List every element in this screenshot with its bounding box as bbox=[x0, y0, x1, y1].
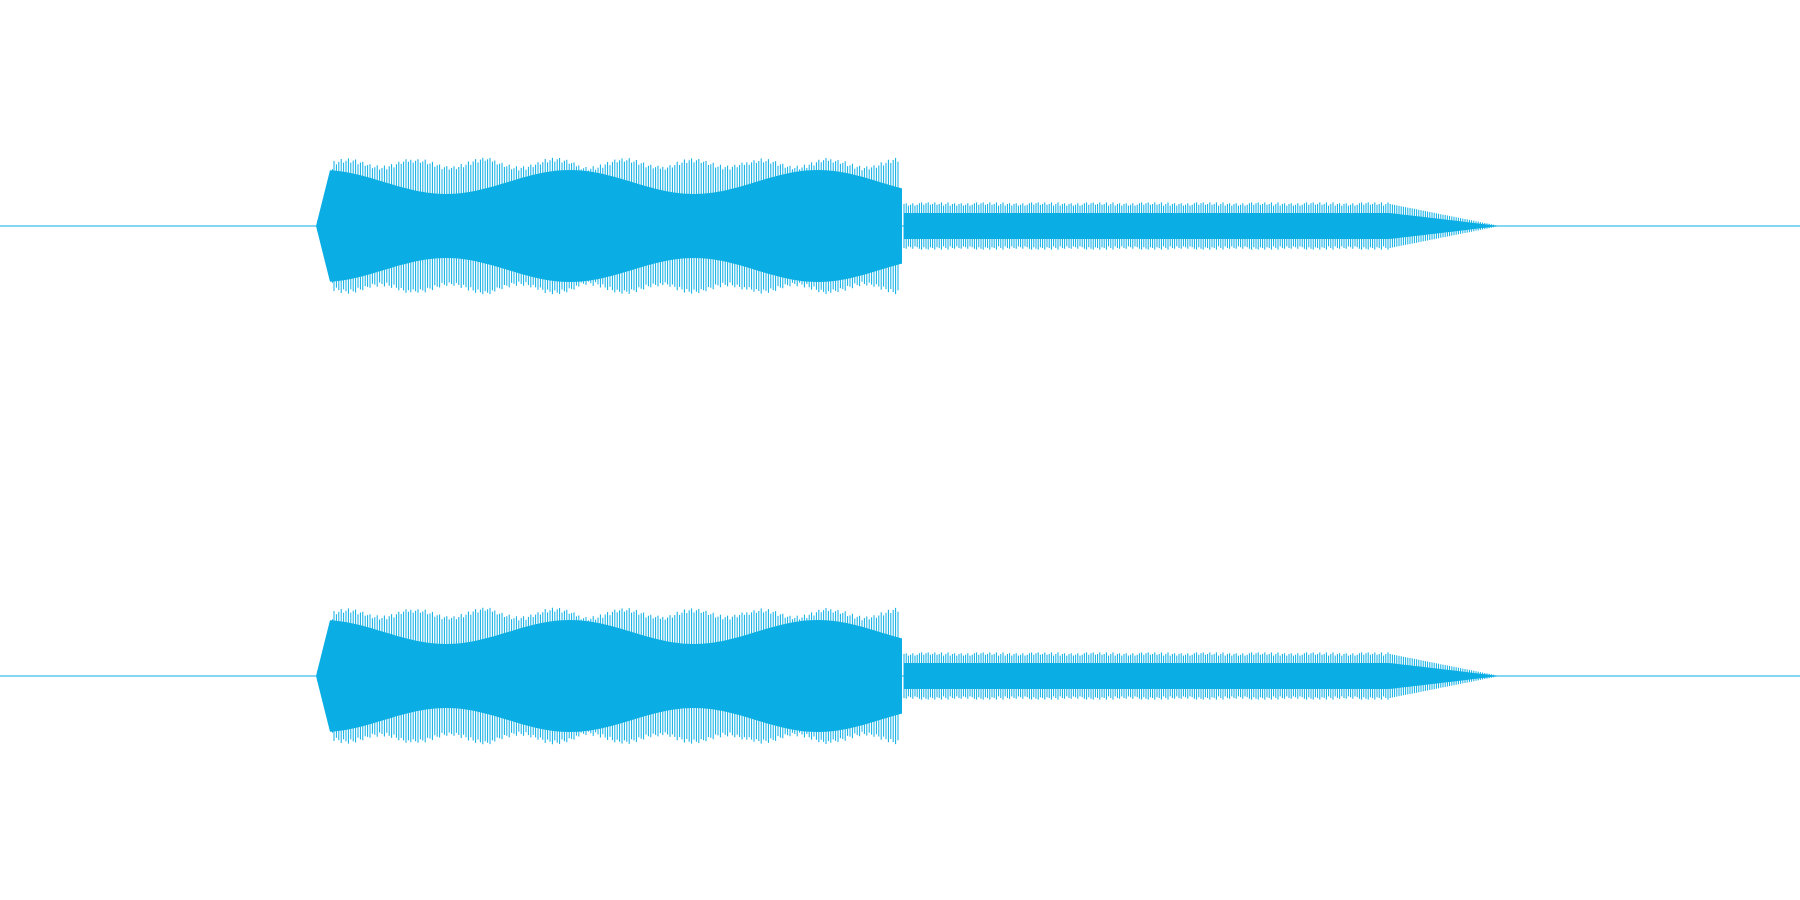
loud-segment-body bbox=[316, 170, 902, 282]
tail-segment-body bbox=[904, 663, 1500, 689]
channel-2 bbox=[0, 607, 1800, 745]
channel-1 bbox=[0, 157, 1800, 295]
tail-segment-body bbox=[904, 213, 1500, 239]
loud-segment-body bbox=[316, 620, 902, 732]
